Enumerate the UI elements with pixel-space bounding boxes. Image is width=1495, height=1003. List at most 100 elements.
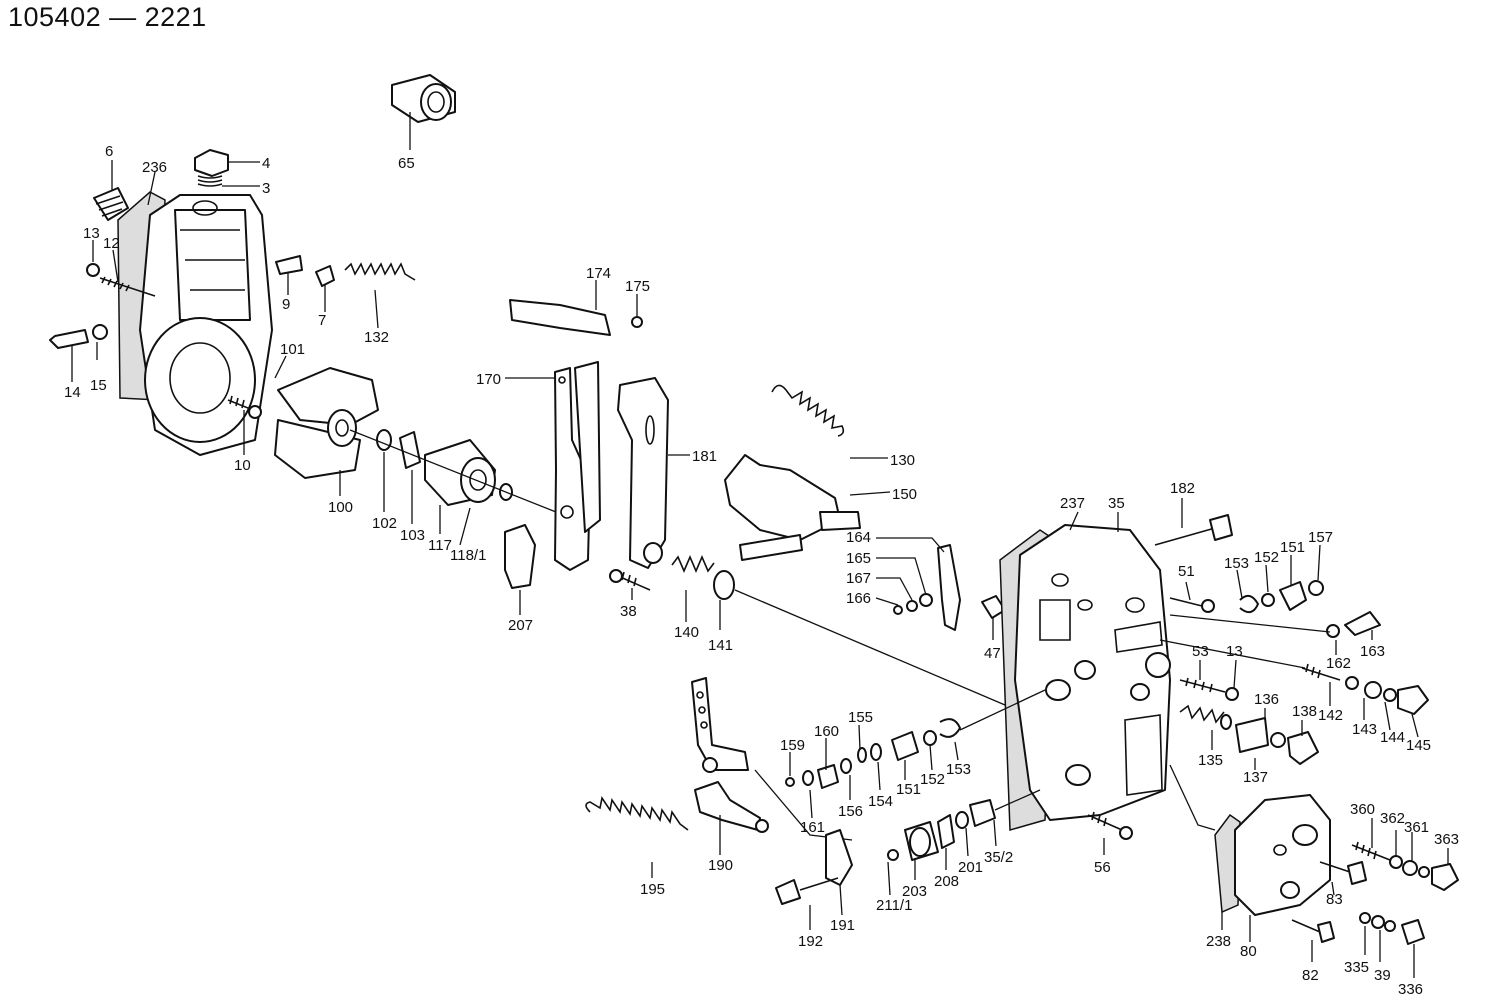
part-block-207 [504, 524, 536, 589]
part-screw-82 [1291, 919, 1321, 933]
callout-163: 163 [1360, 643, 1385, 660]
callout-154: 154 [868, 793, 893, 810]
callout-195: 195 [640, 881, 665, 898]
part-cap-145 [1397, 685, 1429, 715]
callout-181: 181 [692, 448, 717, 465]
callout-167: 167 [846, 570, 871, 587]
part-screw-192 [775, 879, 801, 905]
part-spring-195 [585, 795, 689, 831]
callout-153b: 153 [946, 761, 971, 778]
callout-82: 82 [1302, 967, 1319, 984]
callout-144: 144 [1380, 729, 1405, 746]
callout-175: 175 [625, 278, 650, 295]
callout-47: 47 [984, 645, 1001, 662]
callout-156: 156 [838, 803, 863, 820]
part-bolt-12 [99, 276, 156, 297]
part-washer-15 [92, 324, 108, 340]
part-cap-336 [1401, 919, 1425, 945]
callout-151b: 151 [896, 781, 921, 798]
part-clip-9 [275, 255, 303, 275]
part-governor-housing [117, 191, 273, 456]
part-ring-208 [937, 814, 955, 849]
callout-361: 361 [1404, 819, 1429, 836]
part-lever-170 [554, 367, 591, 571]
callout-152: 152 [1254, 549, 1279, 566]
part-bolt-14 [49, 329, 89, 349]
part-sleeve-151b [891, 731, 919, 761]
callout-174: 174 [586, 265, 611, 282]
callout-166: 166 [846, 590, 871, 607]
callout-362: 362 [1380, 810, 1405, 827]
part-nozzle-6 [93, 187, 129, 221]
callout-118-1: 118/1 [450, 547, 486, 564]
callout-238: 238 [1206, 933, 1231, 950]
callout-157: 157 [1308, 529, 1333, 546]
part-ring-157 [1308, 580, 1324, 596]
part-oring-152a [1261, 593, 1275, 607]
callout-191: 191 [830, 917, 855, 934]
part-nut-352 [969, 799, 996, 827]
callout-15: 15 [90, 377, 107, 394]
part-washer-102 [376, 429, 392, 451]
callout-160: 160 [814, 723, 839, 740]
callout-170: 170 [476, 371, 501, 388]
part-sleeve-136 [1235, 717, 1269, 753]
part-screw-10 [227, 395, 259, 413]
callout-336: 336 [1398, 981, 1423, 998]
part-nut-13 [86, 263, 100, 277]
callout-137: 137 [1243, 769, 1268, 786]
part-washer-143 [1345, 676, 1359, 690]
part-shaft-150 [724, 454, 861, 561]
callout-132: 132 [364, 329, 389, 346]
part-washer-141 [713, 570, 735, 600]
part-screw-83 [1319, 861, 1351, 873]
part-cover-80 [1234, 794, 1331, 916]
part-lever-190 [691, 677, 769, 833]
callout-363: 363 [1434, 831, 1459, 848]
callout-53: 53 [1192, 643, 1209, 660]
callout-360: 360 [1350, 801, 1375, 818]
callout-138: 138 [1292, 703, 1317, 720]
part-spring-135 [1179, 704, 1225, 724]
part-washer-161 [802, 770, 814, 786]
callout-117: 117 [428, 537, 452, 554]
part-screw-56 [1087, 811, 1123, 831]
part-pin-360 [1351, 841, 1391, 861]
callout-203: 203 [902, 883, 927, 900]
callout-145: 145 [1406, 737, 1431, 754]
callout-142: 142 [1318, 707, 1343, 724]
callout-7: 7 [318, 312, 326, 329]
part-nut-144 [1364, 681, 1382, 699]
callout-211-1: 211/1 [876, 897, 912, 914]
part-pin-142 [1301, 663, 1341, 681]
callout-labels: 65 6 236 4 3 13 12 9 7 132 14 15 101 10 … [64, 143, 1459, 998]
part-pin-159 [785, 777, 795, 787]
diagram-title: 105402 — 2221 [8, 2, 207, 32]
part-sleeve-103 [399, 431, 421, 469]
callout-101: 101 [280, 341, 305, 358]
callout-150: 150 [892, 486, 917, 503]
part-spring-140 [671, 554, 715, 574]
part-bolt-182 [1154, 527, 1216, 546]
callout-4: 4 [262, 155, 270, 172]
callout-3: 3 [262, 180, 270, 197]
callout-201: 201 [958, 859, 983, 876]
callout-140: 140 [674, 624, 699, 641]
callout-10: 10 [234, 457, 251, 474]
callout-6: 6 [105, 143, 113, 160]
callout-65: 65 [398, 155, 415, 172]
callout-165: 165 [846, 550, 871, 567]
part-main-housing-35 [999, 524, 1171, 831]
part-shapes [49, 74, 1459, 945]
callout-335: 335 [1344, 959, 1369, 976]
part-lever-191 [825, 829, 853, 886]
part-oring-152b [923, 730, 937, 746]
callout-153: 153 [1224, 555, 1249, 572]
part-clip-153a [1239, 594, 1259, 614]
callout-35-2: 35/2 [984, 849, 1013, 866]
leader-lines [71, 112, 1449, 978]
callout-130: 130 [890, 452, 915, 469]
part-clip-153b [939, 718, 961, 738]
callout-83: 83 [1326, 891, 1343, 908]
